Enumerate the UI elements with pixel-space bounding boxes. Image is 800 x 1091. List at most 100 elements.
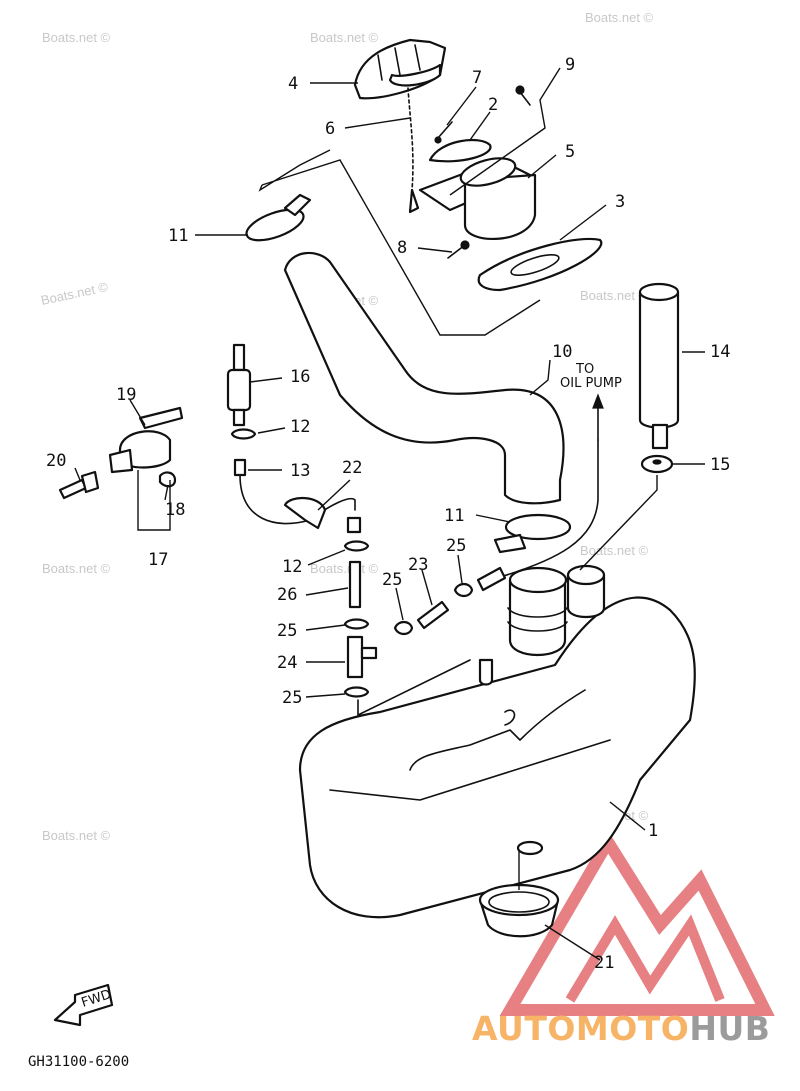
callout-25-a: 25 <box>277 621 297 641</box>
leader-11-frame-a <box>258 149 331 192</box>
hose-end-13 <box>233 458 247 477</box>
callout-8: 8 <box>397 238 407 258</box>
leader-10 <box>529 359 551 396</box>
bracket-strap <box>138 406 184 430</box>
return-line <box>357 659 471 716</box>
connector-part-23 <box>416 600 450 630</box>
callout-12-upper: 12 <box>290 417 310 437</box>
clip-part-25-d <box>453 582 474 598</box>
cap-thread <box>388 63 442 87</box>
chain-part-6 <box>407 87 414 191</box>
hose-clamp-part-11-lower <box>493 513 572 554</box>
leader-21 <box>544 924 601 961</box>
filter-bracket-part-19 <box>108 406 184 474</box>
callout-17: 17 <box>148 550 168 570</box>
callout-20: 20 <box>46 451 66 471</box>
clip-part-12-lower <box>343 540 370 552</box>
hose-part-13 <box>239 474 311 525</box>
callout-24: 24 <box>277 653 297 673</box>
rubber-cap-part-21 <box>478 883 560 938</box>
bolt-part-20 <box>58 470 100 500</box>
cap-inner <box>488 891 550 913</box>
clip-part-12-upper <box>230 428 257 440</box>
clip-part-25-c <box>393 620 414 636</box>
clip-part-25-b <box>343 686 370 698</box>
watermark: Boats.net © <box>42 828 111 843</box>
leader-1 <box>609 801 646 831</box>
callout-labels: 4 6 7 2 9 5 3 8 11 10 TO OIL PUMP 14 15 … <box>46 55 730 973</box>
leader-5 <box>527 154 557 179</box>
breather-pipe-part-14 <box>638 282 680 450</box>
leader-25-d <box>457 554 463 584</box>
watermark: Boats.net © <box>42 561 111 576</box>
screw-part-9 <box>515 85 531 106</box>
hose-22-end <box>346 516 362 534</box>
callout-3: 3 <box>615 192 625 212</box>
callout-10: 10 <box>552 342 572 362</box>
clamp-11b-ring <box>504 513 572 541</box>
hose-clamp-part-11-upper <box>245 193 312 242</box>
leader-2 <box>469 111 491 141</box>
tank-seam <box>329 739 611 801</box>
t-joint-branch <box>360 646 378 660</box>
callout-14: 14 <box>710 342 730 362</box>
leader-26 <box>305 587 349 596</box>
tank-outlet-nipple <box>478 658 494 686</box>
logo-text: AUTOMOTOHUB <box>472 1009 770 1048</box>
oil-line-to-pump <box>489 439 599 581</box>
tank-neck <box>478 564 606 686</box>
callout-26: 26 <box>277 585 297 605</box>
leader-11-frame-b <box>261 159 541 336</box>
watermark: Boats.net © <box>580 288 649 303</box>
callout-1: 1 <box>648 821 658 841</box>
callout-11-upper: 11 <box>168 226 188 246</box>
note-to: TO <box>575 362 594 377</box>
callout-15: 15 <box>710 455 730 475</box>
neck-top <box>508 566 568 594</box>
clip-part-18 <box>158 471 177 488</box>
logo-m-mark <box>565 914 725 1003</box>
oil-tank-part-1 <box>298 596 696 919</box>
leader-lines <box>74 67 705 961</box>
neck-rings <box>507 607 568 632</box>
automotohub-logo: AUTOMOTOHUB <box>472 830 775 1048</box>
pipe-body <box>638 290 680 429</box>
callout-18: 18 <box>165 500 185 520</box>
callout-19: 19 <box>116 385 136 405</box>
leader-12-lower <box>307 549 346 566</box>
tank-dimple <box>504 709 516 726</box>
fwd-arrow-shape <box>53 983 114 1027</box>
watermark: Boats.net © <box>310 30 379 45</box>
filler-neck-tube <box>463 173 537 241</box>
part-code: GH31100-6200 <box>28 1054 129 1070</box>
gasket-part-2 <box>428 138 492 163</box>
screw-8-head <box>460 240 470 250</box>
leader-23 <box>421 569 433 606</box>
leader-25-c <box>395 587 404 621</box>
callout-21: 21 <box>594 953 614 973</box>
flow-arrow-up <box>592 393 604 409</box>
callout-22: 22 <box>342 458 362 478</box>
leader-7 <box>446 86 477 126</box>
cap-grip-ribs <box>377 44 421 81</box>
callout-5: 5 <box>565 142 575 162</box>
screw-7-shaft <box>437 121 453 139</box>
clamp-11b-screw <box>493 533 527 554</box>
screw-part-7 <box>434 121 453 144</box>
logo-text-hub: HUB <box>689 1009 770 1048</box>
watermark: Boats.net © <box>585 10 654 25</box>
bolt-20-shaft <box>58 478 88 500</box>
logo-text-moto: MOTO <box>576 1009 689 1048</box>
fwd-arrow-icon: FWD <box>53 983 114 1027</box>
leader-25-a <box>305 624 346 631</box>
screw-9-head <box>515 85 525 95</box>
leader-11-lower <box>475 514 511 523</box>
leader-15-down <box>579 475 658 571</box>
callout-13: 13 <box>290 461 310 481</box>
leader-8 <box>417 247 453 253</box>
watermark: Boats.net © <box>310 561 379 576</box>
callout-23: 23 <box>408 555 428 575</box>
clamp-11-screw <box>283 193 312 217</box>
callout-25-d: 25 <box>446 536 466 556</box>
watermark: Boats.net © <box>40 279 110 308</box>
